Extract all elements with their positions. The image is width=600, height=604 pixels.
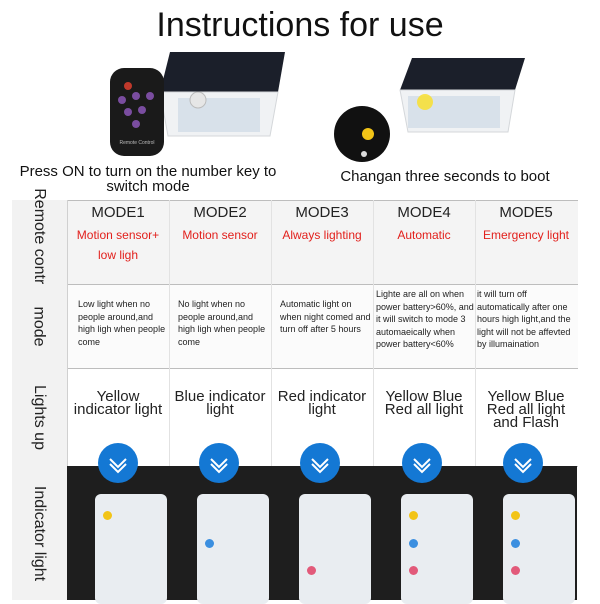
indicator-dot-blue bbox=[205, 539, 214, 548]
indicator-panel-mode5 bbox=[475, 466, 577, 604]
mode-name: MODE5 bbox=[499, 204, 553, 221]
mode-name: MODE3 bbox=[295, 204, 349, 221]
solar-lamp-image bbox=[159, 52, 285, 137]
solar-lamp-lit-image bbox=[334, 58, 525, 162]
indicator-dot-red bbox=[511, 566, 520, 575]
mode5-lights: Yellow Blue Red all light and Flash bbox=[486, 388, 566, 431]
mode2-description: No light when no people around,and high … bbox=[178, 299, 266, 347]
mode5-column: MODE5 Emergency light bbox=[475, 204, 577, 245]
mode-remote-function: Motion sensor+ low ligh bbox=[76, 228, 160, 262]
row-label-lights: Lights up bbox=[12, 368, 67, 466]
indicator-panel-mode2 bbox=[169, 466, 271, 604]
indicator-panel-mode1 bbox=[67, 466, 169, 604]
mode-remote-function: Always lighting bbox=[282, 228, 362, 242]
mode3-lights: Red indicator light bbox=[277, 388, 367, 418]
row-label-indicator: Indicator light bbox=[12, 466, 67, 600]
indicator-dot-yellow bbox=[409, 511, 418, 520]
indicator-panel-mode3 bbox=[271, 466, 373, 604]
caption-right: Changan three seconds to boot bbox=[340, 168, 550, 185]
indicator-dot-blue bbox=[511, 539, 520, 548]
mode-name: MODE4 bbox=[397, 204, 451, 221]
indicator-dot-red bbox=[409, 566, 418, 575]
chevron-down-icon bbox=[300, 443, 340, 483]
remote-control-image: Remote Control bbox=[110, 68, 164, 156]
chevron-down-icon bbox=[199, 443, 239, 483]
row-label-mode: mode bbox=[12, 284, 67, 368]
mode-remote-function: Automatic bbox=[397, 228, 451, 242]
chevron-down-icon bbox=[402, 443, 442, 483]
row-label-remote: Remote control bbox=[12, 188, 67, 296]
mode-table: Remote control mode Lights up Indicator … bbox=[12, 188, 578, 600]
mode-remote-function: Emergency light bbox=[482, 228, 570, 242]
caption-left: Press ON to turn on the number key to sw… bbox=[19, 163, 277, 195]
mode3-description: Automatic light on when night comed and … bbox=[280, 299, 371, 334]
mode-name: MODE1 bbox=[91, 204, 145, 221]
indicator-dot-blue bbox=[409, 539, 418, 548]
mode3-column: MODE3 Always lighting bbox=[271, 204, 373, 245]
mode-name: MODE2 bbox=[193, 204, 247, 221]
mode4-column: MODE4 Automatic bbox=[373, 204, 475, 245]
mode4-description: Lighte are all on when power battery>60%… bbox=[376, 289, 474, 349]
mode1-lights: Yellow indicator light bbox=[73, 388, 163, 418]
chevron-down-icon bbox=[503, 443, 543, 483]
mode2-lights: Blue indicator light bbox=[174, 388, 266, 418]
mode2-column: MODE2 Motion sensor bbox=[169, 204, 271, 245]
indicator-dot-yellow bbox=[511, 511, 520, 520]
indicator-dot-yellow bbox=[103, 511, 112, 520]
indicator-dot-red bbox=[307, 566, 316, 575]
chevron-down-icon bbox=[98, 443, 138, 483]
mode-remote-function: Motion sensor bbox=[182, 228, 258, 242]
mode1-description: Low light when no people around,and high… bbox=[78, 299, 166, 347]
mode1-column: MODE1 Motion sensor+ low ligh bbox=[67, 204, 169, 265]
mode5-description: it will turn off automatically after one… bbox=[477, 289, 571, 349]
mode4-lights: Yellow Blue Red all light bbox=[384, 388, 464, 418]
indicator-panel-mode4 bbox=[373, 466, 475, 604]
remote-label: Remote Control bbox=[119, 140, 154, 146]
page-title: Instructions for use bbox=[156, 6, 444, 44]
